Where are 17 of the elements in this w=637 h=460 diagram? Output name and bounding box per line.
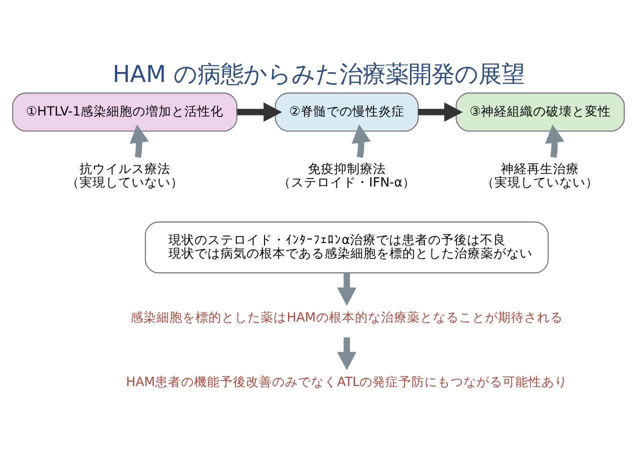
diagram-title: HAM の病態からみた治療薬開発の展望 <box>112 60 524 88</box>
node-text: 抗ウイルス療法 （実現していない） <box>66 160 184 190</box>
node-text: 感染細胞を標的とした薬はHAMの根本的な治療薬となることが期待される <box>130 309 563 324</box>
node-box: ③神経組織の破壊と変性 <box>456 92 625 132</box>
arrow <box>418 102 463 122</box>
arrow <box>237 102 282 122</box>
node-text: HAM患者の機能予後改善のみでなくATLの発症予防にもつながる可能性あり <box>126 374 568 389</box>
node-box: ①HTLV-1感染細胞の増加と活性化 <box>12 92 238 132</box>
node-box: 現状のステロイド・ｲﾝﾀｰﾌｪﾛﾝα治療では患者の予後は不良 現状では病気の根本である感染細胞を標的とした治療薬がない <box>144 221 549 273</box>
arrow <box>352 124 371 158</box>
arrow <box>130 124 149 158</box>
arrow <box>545 124 564 158</box>
node-text: 免疫抑制療法 （ステロイド・IFN-α） <box>278 160 416 190</box>
node-text: 神経再生治療 （実現していない） <box>482 160 599 190</box>
arrow <box>337 272 356 306</box>
node-box: ②脊髄での慢性炎症 <box>274 92 419 132</box>
arrow <box>337 336 356 370</box>
